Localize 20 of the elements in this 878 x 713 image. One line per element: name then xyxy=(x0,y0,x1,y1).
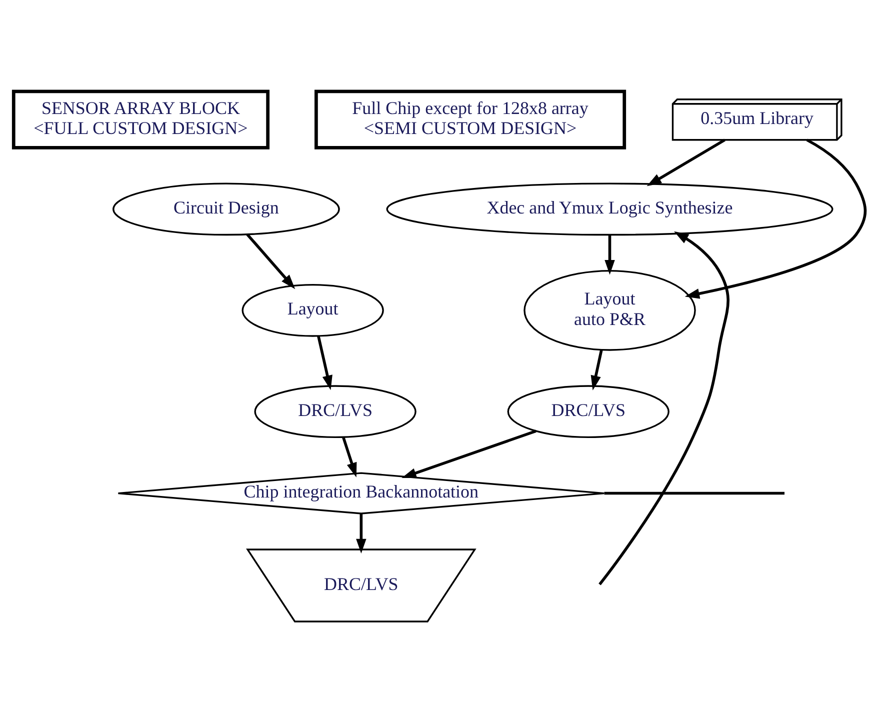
node-diamond: Chip integration Backannotation xyxy=(116,472,604,514)
node-ellipse: Circuit Design xyxy=(112,182,340,236)
arrow xyxy=(316,336,332,390)
node-box: SENSOR ARRAY BLOCK <FULL CUSTOM DESIGN> xyxy=(11,90,270,150)
arrow xyxy=(341,436,356,478)
node-ellipse: Layout auto P&R xyxy=(523,270,696,351)
arrow xyxy=(590,350,602,390)
node-box: Full Chip except for 128x8 array <SEMI CUSTOM DESIGN> xyxy=(314,90,626,150)
arrow xyxy=(598,231,729,586)
arrow xyxy=(604,234,614,275)
arrow xyxy=(684,138,866,299)
arrow xyxy=(356,514,366,554)
arrow xyxy=(646,138,725,186)
connector xyxy=(604,492,784,495)
arrow xyxy=(246,233,295,290)
node-ellipse: DRC/LVS xyxy=(506,385,669,438)
node-ellipse: Xdec and Ymux Logic Synthesize xyxy=(386,182,833,236)
node-ellipse: DRC/LVS xyxy=(254,385,416,438)
arrow xyxy=(401,430,536,478)
node-ellipse: Layout xyxy=(241,284,384,337)
